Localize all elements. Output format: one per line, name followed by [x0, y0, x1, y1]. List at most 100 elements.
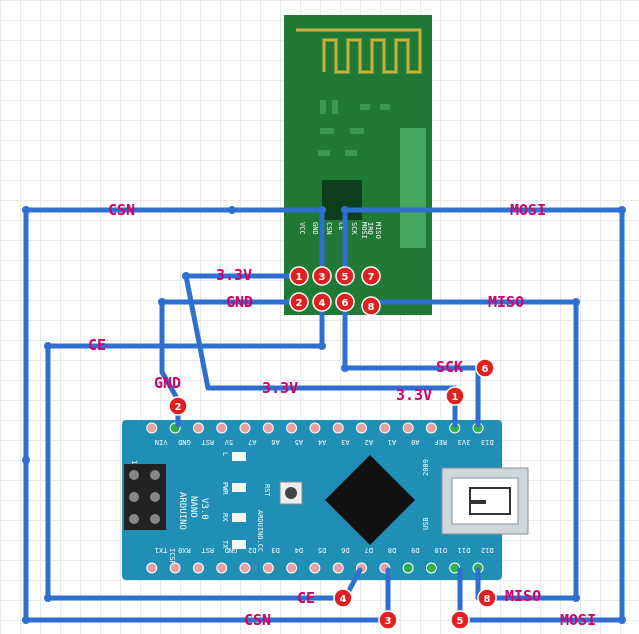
- module-pin-labels: VCC GND CSN CE SCK MOSI IRQ MISO: [298, 222, 382, 239]
- board-bottom-pin-d2[interactable]: [239, 562, 251, 574]
- joint: [228, 206, 236, 214]
- board-bottom-pin-d4[interactable]: [286, 562, 298, 574]
- badge-module-6: 6: [335, 292, 355, 312]
- board-top-pin-a5[interactable]: [286, 422, 298, 434]
- badge-module-5-text: 5: [342, 272, 349, 283]
- pin-label-irq: IRQ: [366, 222, 374, 235]
- board-top-pin-a6[interactable]: [262, 422, 274, 434]
- board-name-line1: ARDUINO: [177, 492, 187, 530]
- wire-joints: [22, 206, 626, 624]
- year-label: 2009: [422, 459, 430, 476]
- board-bottom-pin-label: D4: [295, 546, 303, 554]
- board-pins: [146, 422, 484, 574]
- label-3v3-right: 3.3V: [396, 386, 432, 404]
- led-label-rx: RX: [221, 513, 229, 522]
- badge-module-1-text: 1: [296, 272, 303, 283]
- board-top-pin-label: 3V3: [458, 438, 471, 446]
- board-bottom-pin-label: D8: [388, 546, 396, 554]
- board-bottom-pin-label: D3: [271, 546, 279, 554]
- board-top-pin-label: A1: [388, 438, 396, 446]
- board-top-pin-a2[interactable]: [356, 422, 367, 434]
- board-top-pin-a1[interactable]: [379, 422, 391, 434]
- pin-label-mosi: MOSI: [360, 222, 368, 239]
- board-top-pin-label: A7: [248, 438, 256, 446]
- badge-board-gnd: 2: [168, 396, 188, 416]
- badge-module-2-text: 2: [296, 298, 303, 309]
- board-top-pin-vin[interactable]: [146, 422, 158, 434]
- wire-sck: [342, 299, 481, 428]
- label-gnd-left: GND: [154, 374, 181, 392]
- icsp-pin[interactable]: [129, 514, 139, 524]
- board-top-pin-label: A0: [411, 438, 419, 446]
- led-label-pwr: PWR: [221, 482, 229, 495]
- badge-module-4: 4: [312, 292, 332, 312]
- board-bottom-pin-label: D12: [481, 546, 494, 554]
- board-bottom-pin-gnd[interactable]: [216, 562, 228, 574]
- badge-module-6-text: 6: [342, 298, 349, 309]
- board-top-pin-ref[interactable]: [425, 422, 437, 434]
- board-top-pin-a7[interactable]: [239, 422, 251, 434]
- icsp-pin[interactable]: [150, 514, 160, 524]
- site-label: ARDUINO.CC: [256, 510, 264, 552]
- board-top-pin-label: 5V: [224, 438, 233, 446]
- board-bottom-pin-label: D11: [458, 546, 471, 554]
- label-miso-bottom: MISO: [505, 587, 541, 605]
- board-top-pin-label: A2: [365, 438, 373, 446]
- board-bottom-pin-d6[interactable]: [332, 562, 344, 574]
- led-l: [232, 452, 246, 461]
- board-top-pin-a4[interactable]: [309, 422, 321, 434]
- joint: [572, 594, 580, 602]
- board-top-pin-a0[interactable]: [402, 422, 414, 434]
- crystal: [400, 128, 426, 248]
- icsp-pin[interactable]: [150, 492, 160, 502]
- microcontroller-chip: [325, 455, 415, 545]
- icsp-pins: [129, 470, 160, 524]
- joint: [572, 298, 580, 306]
- board-bottom-pin-d10[interactable]: [425, 562, 437, 574]
- board-bottom-pin-tx1[interactable]: [146, 562, 158, 574]
- pin-label-ce: CE: [337, 222, 345, 230]
- board-bottom-pin-rx0[interactable]: [169, 562, 181, 574]
- badge-module-1: 1: [289, 266, 309, 286]
- board-bottom-pin-label: RST: [201, 546, 214, 554]
- board-top-pin-rst[interactable]: [192, 422, 204, 434]
- board-bottom-pin-d5[interactable]: [309, 562, 321, 574]
- rst-label: RST: [263, 484, 271, 497]
- joint: [44, 342, 52, 350]
- label-miso-right: MISO: [488, 293, 524, 311]
- board-top-pin-label: A4: [318, 438, 326, 446]
- icsp-pin[interactable]: [129, 492, 139, 502]
- badge-board-gnd-text: 2: [175, 402, 182, 413]
- smd-component: [320, 128, 334, 134]
- badge-board-mosi-text: 5: [457, 616, 464, 627]
- pin-label-miso: MISO: [374, 222, 382, 239]
- smd-component: [320, 100, 326, 114]
- joint: [44, 594, 52, 602]
- badge-board-sck-text: 6: [482, 364, 489, 375]
- board-top-pin-a3[interactable]: [332, 422, 344, 434]
- board-bottom-pin-label: GND: [225, 546, 238, 554]
- badge-board-csn-text: 3: [385, 616, 392, 627]
- board-top-pin-label: RST: [201, 438, 214, 446]
- icsp-pin[interactable]: [150, 470, 160, 480]
- joint: [318, 206, 326, 214]
- icsp-pin[interactable]: [129, 470, 139, 480]
- joint: [22, 456, 30, 464]
- board-top-pin-5v[interactable]: [216, 422, 228, 434]
- label-3v3-upper: 3.3V: [216, 266, 252, 284]
- led-pwr: [232, 483, 246, 492]
- label-gnd-upper: GND: [226, 293, 253, 311]
- board-bottom-pin-d3[interactable]: [262, 562, 274, 574]
- badge-module-8: 8: [361, 296, 381, 316]
- board-bottom-pin-d9[interactable]: [402, 562, 414, 574]
- badge-board-csn: 3: [378, 610, 398, 630]
- board-bottom-pin-rst[interactable]: [192, 562, 204, 574]
- board-bottom-pin-label: TX1: [155, 546, 168, 554]
- reset-button-cap[interactable]: [285, 487, 297, 499]
- badge-module-5: 5: [335, 266, 355, 286]
- wire-labels: CSN MOSI 3.3V GND MISO CE GND 3.3V 3.3V …: [88, 201, 596, 629]
- label-mosi-top: MOSI: [510, 201, 546, 219]
- board-name-line3: V3.0: [199, 498, 209, 520]
